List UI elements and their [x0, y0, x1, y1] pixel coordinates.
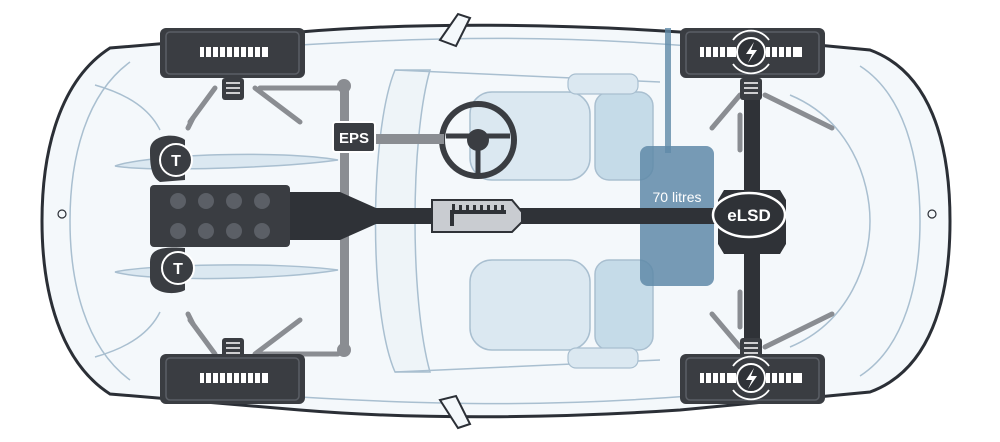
- coil-spring-icon: [740, 78, 762, 100]
- side-mirror-top: [438, 12, 472, 48]
- propshaft: [376, 208, 738, 224]
- side-mirror-bottom: [438, 394, 472, 430]
- eps-label: EPS: [339, 130, 369, 147]
- elsd-label: eLSD: [727, 206, 770, 225]
- elsd-unit[interactable]: eLSD: [711, 191, 787, 239]
- coil-spring-icon: [222, 78, 244, 100]
- tyre-icon: [160, 28, 305, 78]
- engine-block: [150, 185, 376, 247]
- turbocharger-icon: T: [150, 247, 195, 294]
- fuel-tank-label: 70 litres: [652, 189, 701, 205]
- seat-passenger: [469, 259, 654, 369]
- electric-motor-icon: [732, 355, 770, 401]
- electric-motor-icon: [732, 29, 770, 75]
- rear-suspension: [709, 92, 835, 350]
- gearbox: [431, 199, 523, 233]
- turbo-label-bottom: T: [173, 261, 183, 278]
- turbo-label-top: T: [171, 153, 181, 170]
- eps-unit[interactable]: EPS: [332, 121, 376, 153]
- tyre-icon: [160, 354, 305, 404]
- turbocharger-icon: T: [150, 135, 193, 182]
